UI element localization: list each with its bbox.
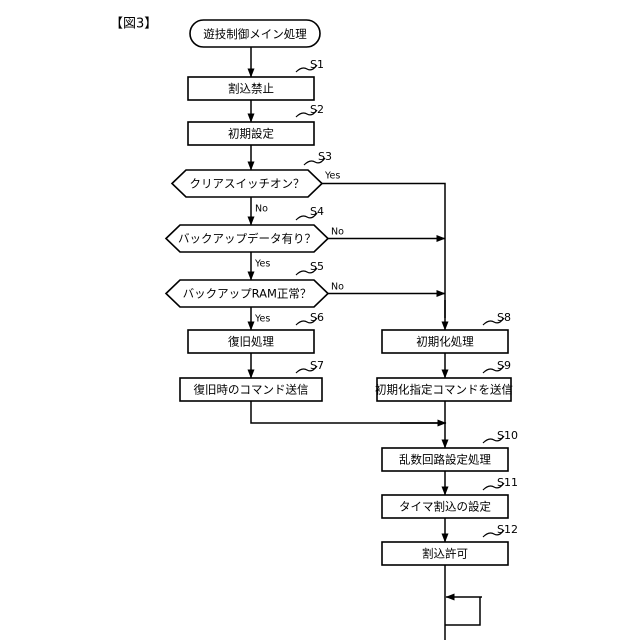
s8-box-shape [381, 329, 509, 354]
s8-leader-line [482, 317, 505, 326]
start-terminal-label: 遊技制御メイン処理 [203, 27, 307, 41]
node-s8[interactable]: 初期化処理 [381, 329, 509, 354]
s9-leader-line [482, 365, 505, 374]
s2-step-label: S2 [310, 103, 324, 116]
page-title: 【図3】 [110, 17, 157, 32]
s7-step-label: S7 [310, 359, 324, 372]
s10-box-label: 乱数回路設定処理 [399, 453, 491, 467]
s1-box-shape [187, 76, 315, 101]
s5-yes-branch-label: Yes [254, 314, 270, 325]
node-s6[interactable]: 復旧処理 [187, 329, 315, 354]
s7-leader-line [295, 365, 318, 374]
s12-box-label: 割込許可 [422, 547, 468, 561]
connector-loop-path [445, 597, 481, 626]
s5-step-label: S5 [310, 260, 324, 273]
s12-leader-line [482, 529, 505, 538]
s4-decision-shape [164, 224, 330, 253]
s3-yes-branch-label: Yes [324, 171, 340, 182]
s3-leader-line [303, 157, 326, 166]
s2-leader-line [295, 109, 318, 118]
s4-leader-line [295, 212, 318, 221]
node-s2[interactable]: 初期設定 [187, 121, 315, 146]
s12-box-shape [381, 541, 509, 566]
node-s1[interactable]: 割込禁止 [187, 76, 315, 101]
s2-box-shape [187, 121, 315, 146]
s11-box-shape [381, 494, 509, 519]
s3-step-label: S3 [318, 150, 332, 163]
s10-box-shape [381, 447, 509, 472]
s6-box-shape [187, 329, 315, 354]
s7-box-label: 復旧時のコマンド送信 [194, 383, 309, 397]
node-s10[interactable]: 乱数回路設定処理 [381, 447, 509, 472]
s11-box-label: タイマ割込の設定 [399, 500, 491, 514]
s5-decision-shape [164, 279, 330, 308]
s5-no-branch-label: No [331, 282, 344, 293]
s11-leader-line [482, 482, 505, 491]
s3-no-branch-label: No [255, 204, 268, 215]
s7-box-shape [179, 377, 323, 402]
s5-decision-label: バックアップRAM正常？ [183, 287, 312, 301]
node-s3[interactable]: クリアスイッチオン？ [170, 169, 324, 198]
node-s5[interactable]: バックアップRAM正常？ [164, 279, 330, 308]
s9-step-label: S9 [497, 359, 511, 372]
s3-decision-shape [170, 169, 324, 198]
s6-leader-line [295, 317, 318, 326]
start-terminal-shape [189, 19, 321, 48]
s9-box-shape [376, 377, 512, 402]
node-start[interactable]: 遊技制御メイン処理 [189, 19, 321, 48]
s4-decision-label: バックアップデータ有り？ [178, 232, 316, 246]
s4-step-label: S4 [310, 205, 324, 218]
s1-step-label: S1 [310, 58, 324, 71]
s1-box-label: 割込禁止 [228, 82, 274, 96]
node-s4[interactable]: バックアップデータ有り？ [164, 224, 330, 253]
s3-decision-label: クリアスイッチオン？ [190, 177, 305, 191]
node-s7[interactable]: 復旧時のコマンド送信 [179, 377, 323, 402]
s4-no-branch-label: No [331, 227, 344, 238]
s1-leader-line [295, 64, 318, 73]
s5-leader-line [295, 267, 318, 276]
s8-box-label: 初期化処理 [416, 335, 474, 349]
s9-box-label: 初期化指定コマンドを送信 [375, 383, 513, 397]
node-s12[interactable]: 割込許可 [381, 541, 509, 566]
s6-step-label: S6 [310, 311, 324, 324]
s10-step-label: S10 [497, 429, 518, 442]
s10-leader-line [482, 435, 505, 444]
s6-box-label: 復旧処理 [228, 335, 274, 349]
s2-box-label: 初期設定 [228, 127, 274, 141]
node-s11[interactable]: タイマ割込の設定 [381, 494, 509, 519]
connector-s7-to-merge [250, 401, 440, 424]
s8-step-label: S8 [497, 311, 511, 324]
s4-yes-branch-label: Yes [254, 259, 270, 270]
s11-step-label: S11 [497, 476, 518, 489]
connector-s3-yes-to-right-branch [322, 182, 446, 318]
s12-step-label: S12 [497, 523, 518, 536]
node-s9[interactable]: 初期化指定コマンドを送信 [375, 377, 513, 402]
